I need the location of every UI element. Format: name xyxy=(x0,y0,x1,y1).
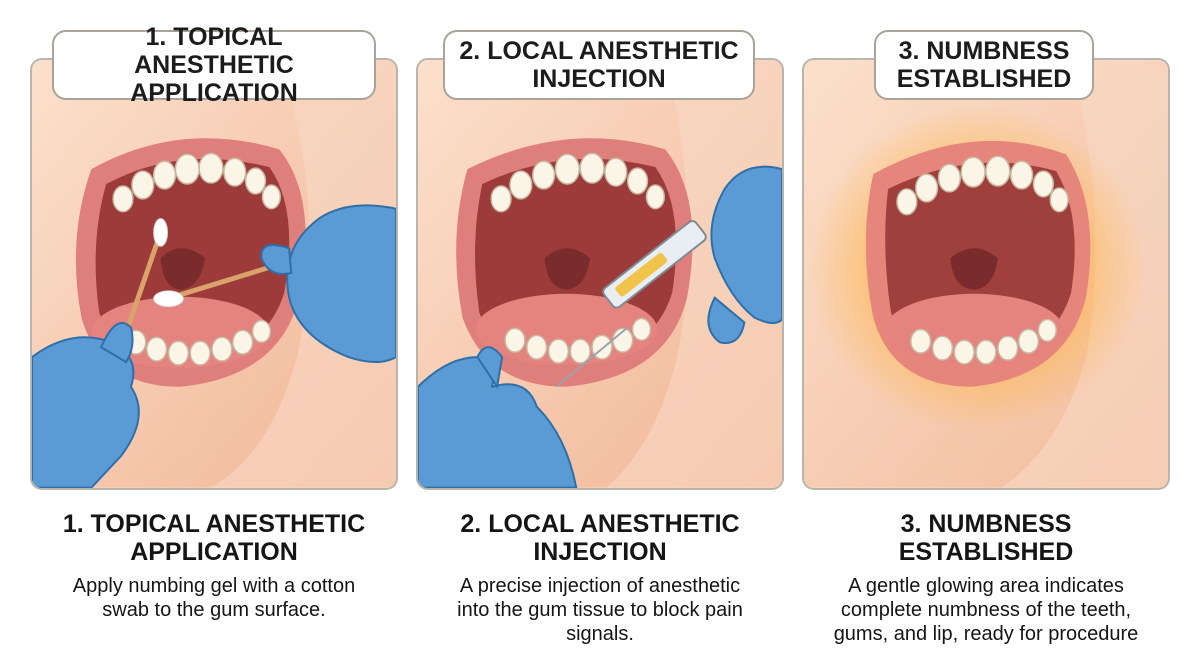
step-3-label-line-2: ESTABLISHED xyxy=(896,65,1072,93)
gloved-hand-right xyxy=(260,204,396,364)
lower-teeth xyxy=(910,318,1057,365)
panel-local-injection xyxy=(416,58,784,490)
step-1-title-line-1: 1. TOPICAL ANESTHETIC xyxy=(62,510,366,538)
step-2-desc-line-1: A precise injection of anesthetic xyxy=(459,575,741,597)
open-mouth xyxy=(456,138,693,387)
step-3-title-line-1: 3. NUMBNESS xyxy=(900,510,1072,538)
numbness-illustration xyxy=(804,60,1168,488)
lower-teeth xyxy=(125,319,272,366)
step-3-label-line-1: 3. NUMBNESS xyxy=(898,37,1070,65)
step-1-desc-line-2: swab to the gum surface. xyxy=(102,599,326,621)
step-2-title-line-2: INJECTION xyxy=(533,538,667,566)
gloved-hand-right xyxy=(707,165,782,345)
step-2-desc-line-2: into the gum tissue to block pain xyxy=(457,599,743,621)
step-3-desc-line-1: A gentle glowing area indicates xyxy=(848,575,1124,597)
step-3-desc-line-2: complete numbness of the teeth, xyxy=(840,599,1132,621)
upper-teeth xyxy=(112,152,282,213)
topical-application-illustration xyxy=(32,60,396,488)
step-2-label-line-1: 2. LOCAL ANESTHETIC xyxy=(459,37,739,65)
step-2-desc-line-3: signals. xyxy=(566,623,634,645)
upper-teeth xyxy=(896,155,1069,216)
step-2-title-line-1: 2. LOCAL ANESTHETIC xyxy=(460,510,740,538)
step-1-label-line-2: APPLICATION xyxy=(130,79,298,107)
panel-numbness-established xyxy=(802,58,1170,490)
step-1-title-line-2: APPLICATION xyxy=(130,538,298,566)
step-1-desc-line-1: Apply numbing gel with a cotton xyxy=(72,575,356,597)
gloved-hand-left xyxy=(418,346,578,488)
step-3-desc-line-3: gums, and lip, ready for procedure xyxy=(833,623,1139,645)
step-3-title-line-2: ESTABLISHED xyxy=(898,538,1074,566)
injection-illustration xyxy=(418,60,782,488)
step-1-label-line-1: 1. TOPICAL ANESTHETIC xyxy=(134,23,294,79)
panel-topical-anesthetic xyxy=(30,58,398,490)
upper-teeth xyxy=(490,152,666,213)
gloved-hand-left xyxy=(32,322,140,488)
step-2-label-line-2: INJECTION xyxy=(532,65,666,93)
